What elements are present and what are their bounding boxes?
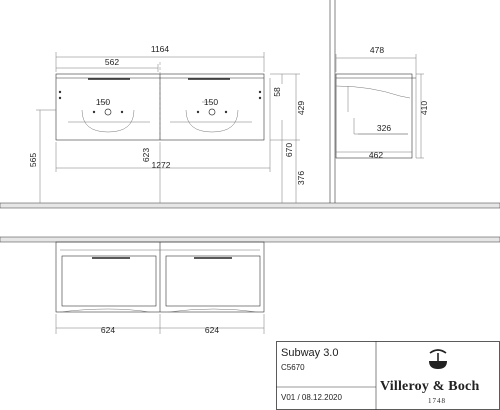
- dim-side-326: 326: [377, 123, 391, 133]
- dim-front-height: 429: [296, 101, 306, 115]
- dim-basin-right: 150: [204, 97, 218, 107]
- dim-left-565: 565: [28, 153, 38, 167]
- dim-plan-right: 624: [205, 325, 219, 335]
- brand-logo-icon: [429, 349, 447, 369]
- dim-side-462: 462: [369, 150, 383, 160]
- product-code: C5670: [281, 363, 305, 372]
- wall-hatch-top: [0, 202, 500, 243]
- dim-plan-left: 624: [101, 325, 115, 335]
- dim-front-total: 1272: [152, 160, 171, 170]
- dim-basin-left: 150: [96, 97, 110, 107]
- dim-side-depth: 478: [370, 45, 384, 55]
- dim-front-top-gap: 58: [272, 87, 282, 97]
- dim-side-height: 410: [419, 101, 429, 115]
- product-name: Subway 3.0: [281, 347, 339, 359]
- front-view: [55, 62, 265, 145]
- side-view: [335, 54, 424, 159]
- front-dimension-lines: [36, 52, 300, 203]
- dim-front-376: 376: [296, 171, 306, 185]
- brand-name: Villeroy & Boch: [380, 379, 480, 394]
- dim-front-half: 562: [105, 57, 119, 67]
- brand-year: 1748: [428, 397, 446, 405]
- plan-view: [55, 241, 265, 334]
- title-block-frame: [276, 341, 500, 410]
- title-block: Subway 3.0 C5670 V01 / 08.12.2020 Viller…: [276, 341, 500, 410]
- version-date: V01 / 08.12.2020: [281, 393, 342, 402]
- dim-front-width: 1164: [151, 44, 170, 54]
- dim-front-670: 670: [284, 143, 294, 157]
- dim-front-mid: 623: [141, 148, 151, 162]
